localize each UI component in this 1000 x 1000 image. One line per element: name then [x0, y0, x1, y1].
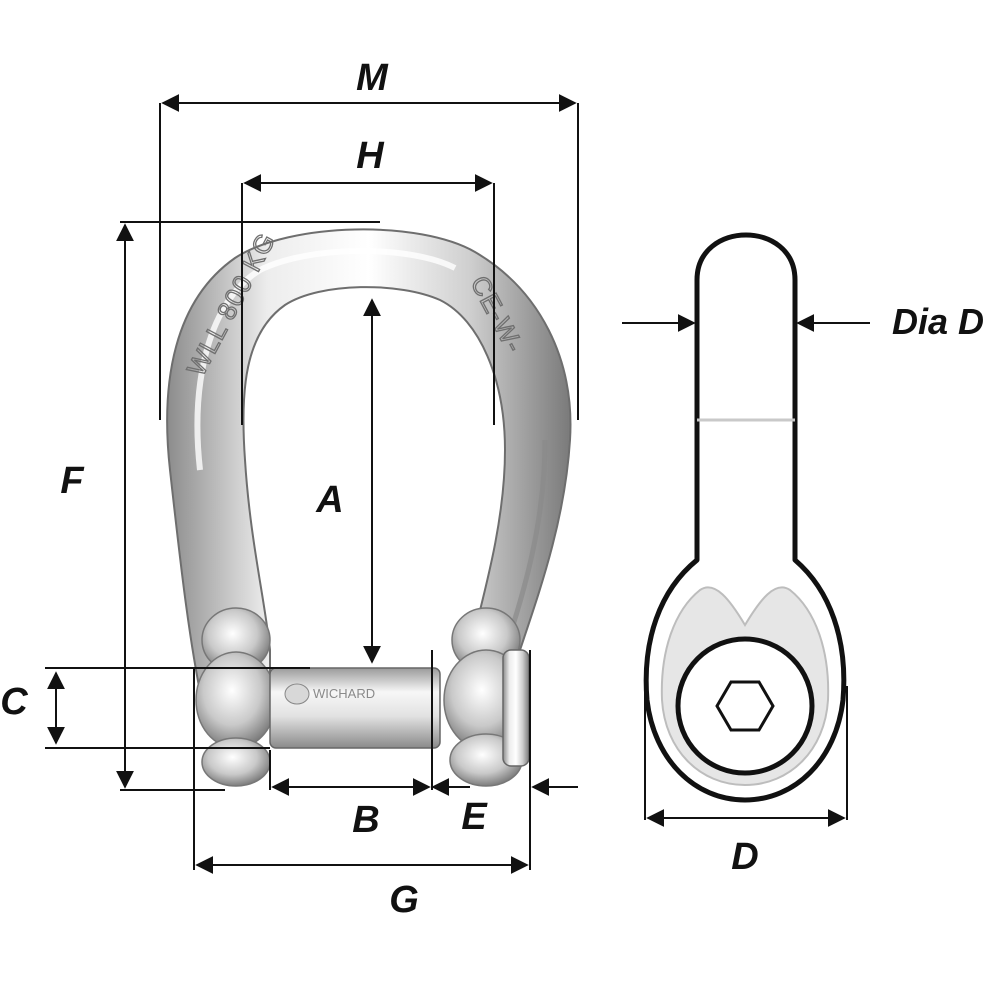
left-eye	[195, 607, 277, 787]
label-c: C	[0, 681, 28, 723]
hex-socket-icon	[715, 680, 775, 732]
label-m: M	[356, 57, 389, 99]
shackle-side-view	[643, 232, 847, 803]
label-d: D	[731, 836, 758, 878]
label-f: F	[60, 460, 85, 502]
label-e: E	[461, 796, 488, 838]
shackle-pin	[269, 667, 441, 749]
label-g: G	[389, 879, 419, 921]
pin-engraving: WICHARD	[313, 686, 375, 701]
pin-head	[502, 649, 530, 767]
shackle-front-view: WICHARD WLL 800 KG CE-W-	[166, 227, 572, 787]
label-a: A	[315, 479, 343, 521]
right-eye	[443, 607, 530, 787]
label-h: H	[356, 135, 385, 177]
label-b: B	[352, 799, 379, 841]
dimension-lines	[45, 94, 870, 874]
dimension-labels: M H F A C B E G Dia D D	[0, 57, 984, 921]
label-dia-d: Dia D	[892, 301, 984, 342]
bow-highlight	[194, 248, 457, 471]
